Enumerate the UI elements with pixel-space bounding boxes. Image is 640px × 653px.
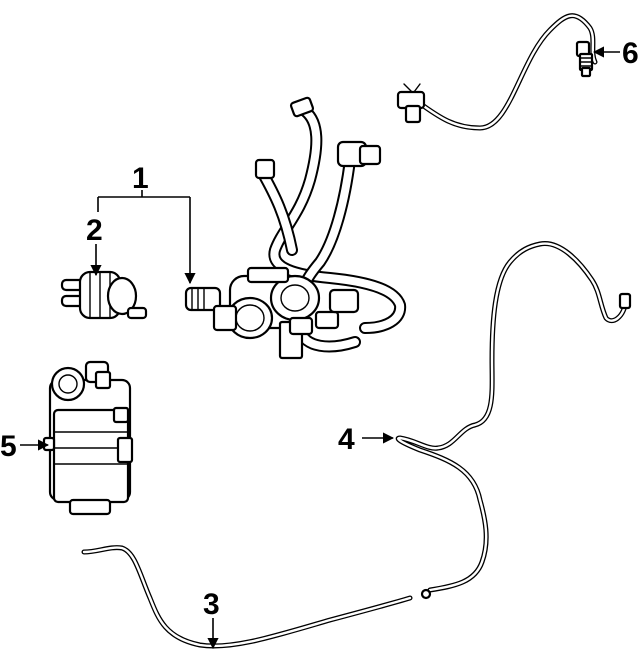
purge-solenoid-valve-icon[interactable] [60,270,148,320]
vapor-line-icon[interactable] [395,241,632,600]
callout-1-leader [98,190,190,198]
callout-3: 3 [203,588,220,621]
callout-6: 6 [622,37,639,70]
vent-line-icon[interactable] [81,545,413,649]
purge-valve-hose-assembly-icon[interactable] [184,96,407,360]
oxygen-sensor-icon[interactable] [396,13,598,131]
callout-2: 2 [86,214,103,247]
callout-4: 4 [338,423,355,456]
callout-5: 5 [0,430,17,463]
vapor-canister-icon[interactable] [42,360,134,516]
callout-1: 1 [132,162,149,195]
